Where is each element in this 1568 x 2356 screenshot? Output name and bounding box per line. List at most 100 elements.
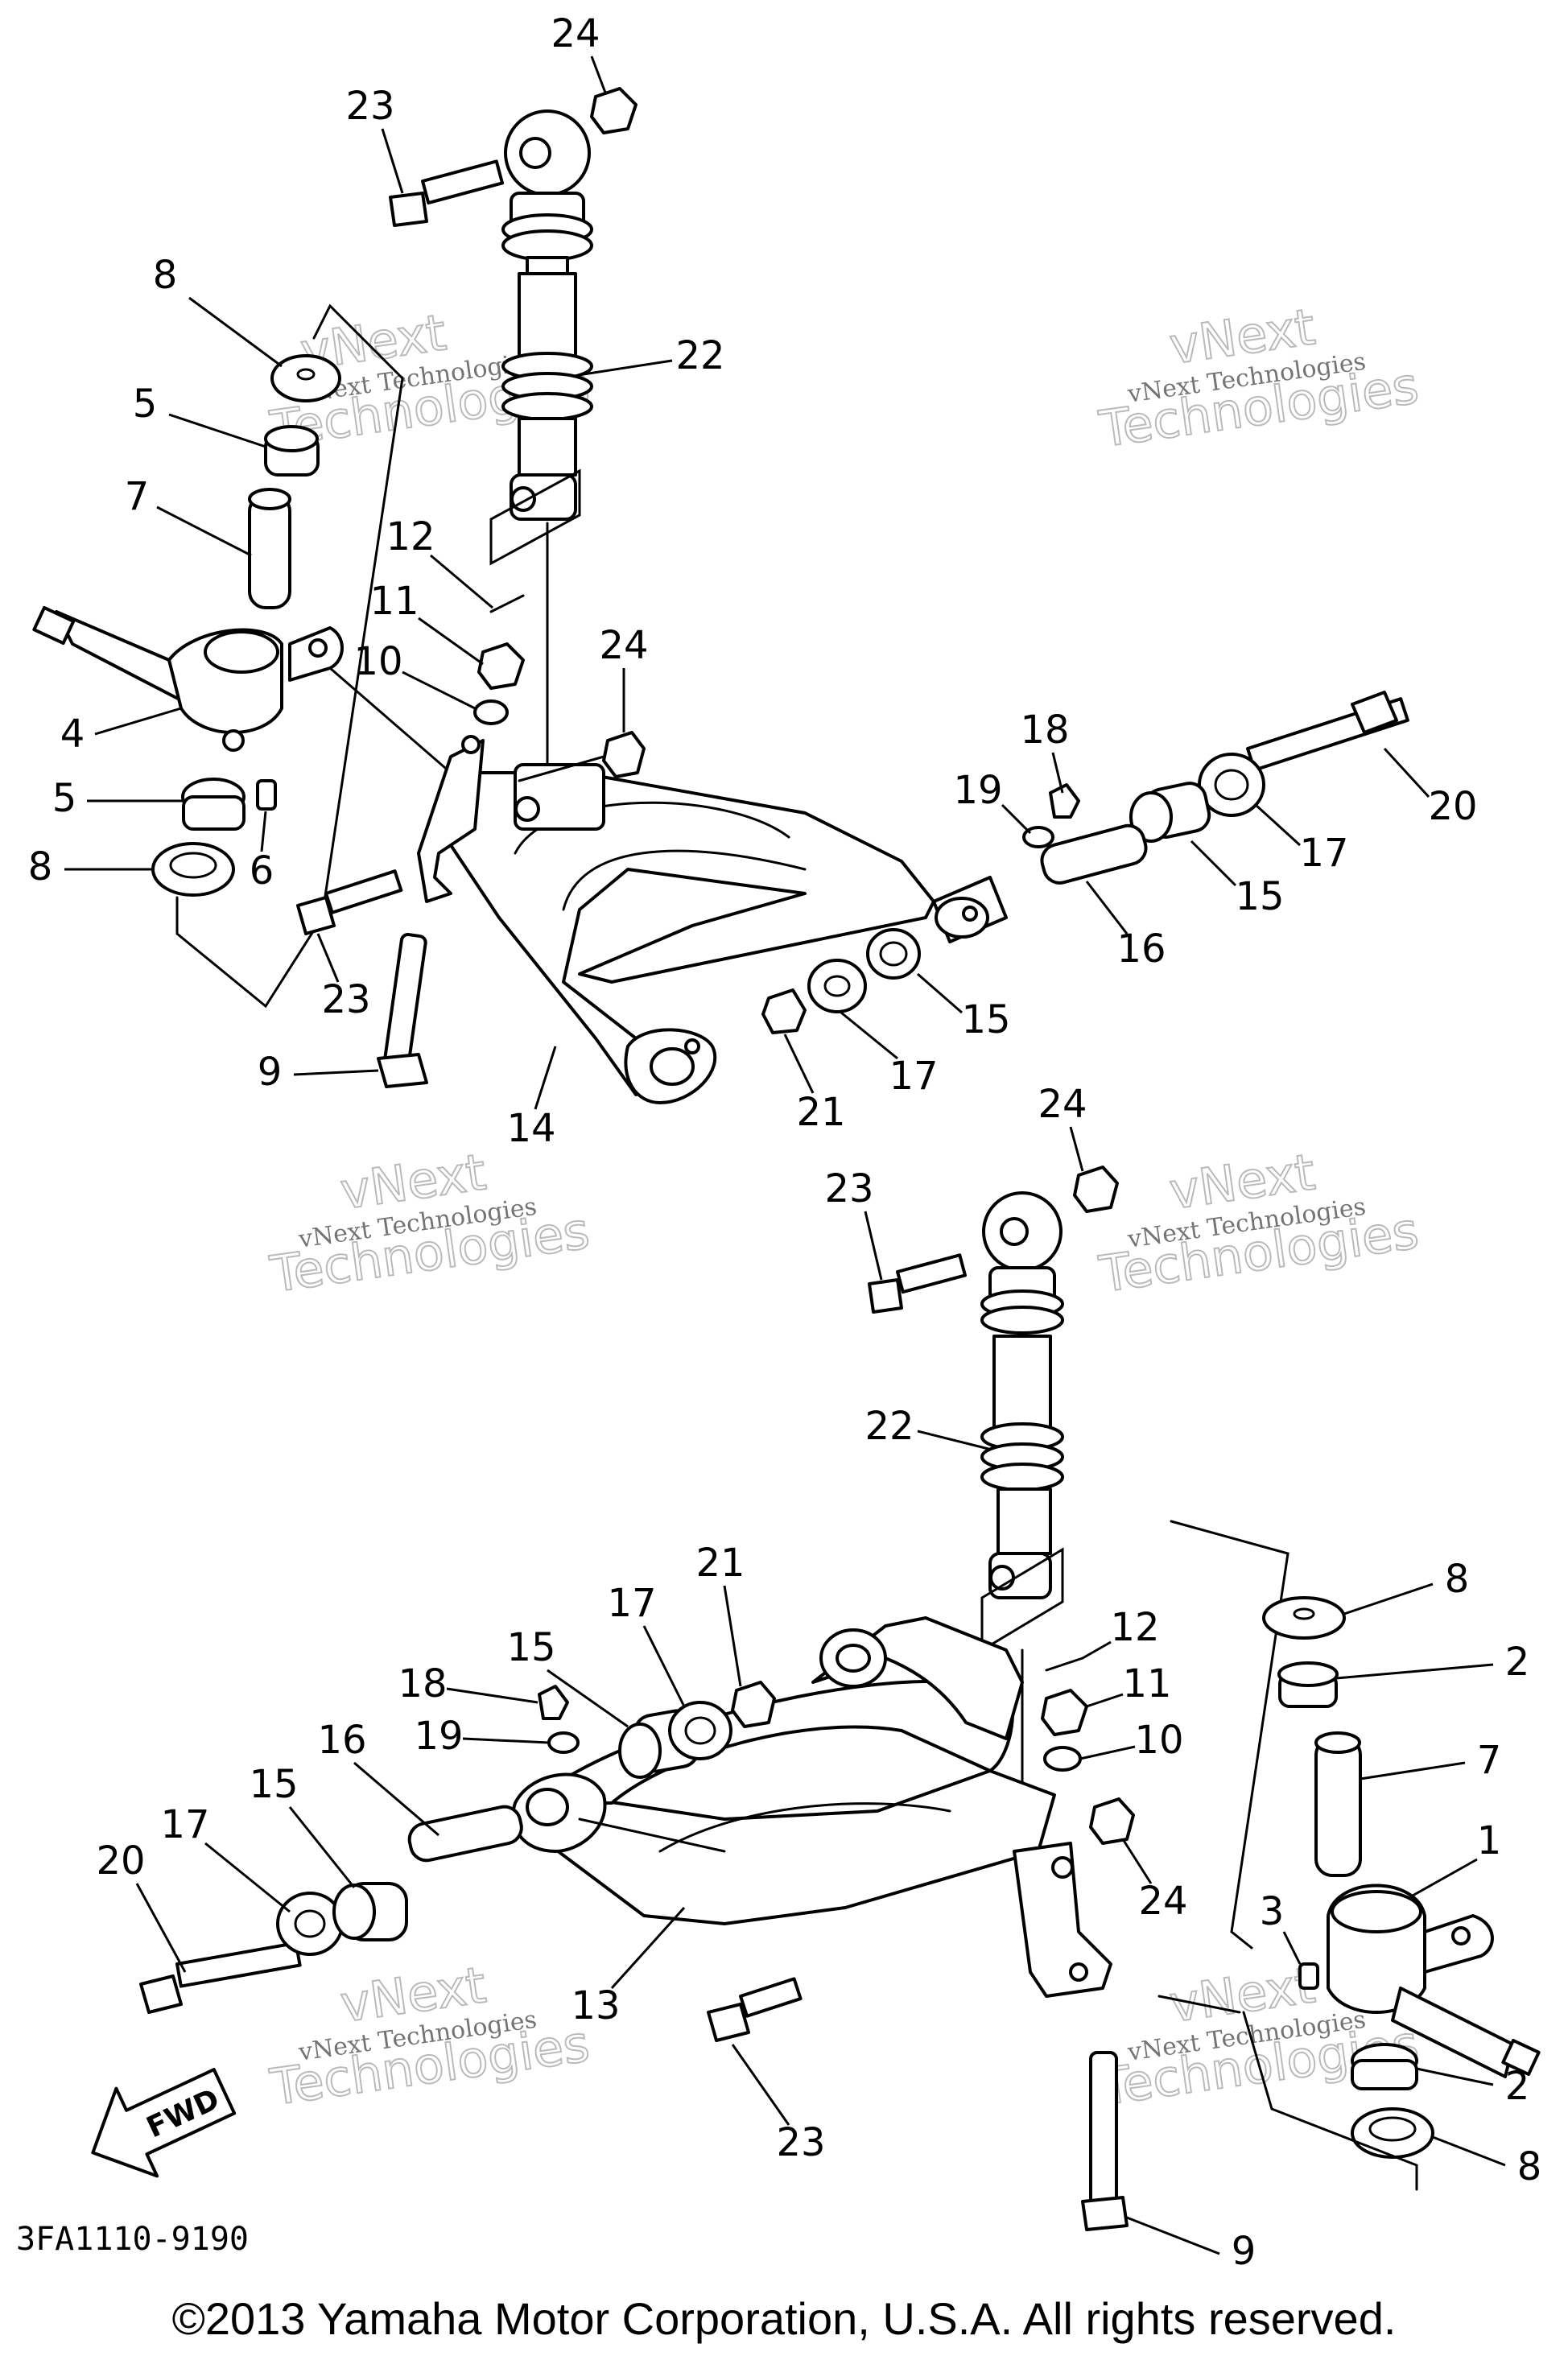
callout-label: 22 xyxy=(864,1404,914,1449)
callout-label: 21 xyxy=(695,1541,745,1586)
callout-label: 2 xyxy=(1505,2064,1530,2109)
callout-label: 12 xyxy=(1110,1605,1159,1650)
callout-label: 10 xyxy=(1134,1718,1183,1763)
callout-label: 15 xyxy=(249,1762,298,1807)
nut-11-lower xyxy=(1041,1689,1088,1736)
bolt-9-upper xyxy=(377,933,428,1088)
washer-10-upper xyxy=(473,699,509,725)
callout-label: 15 xyxy=(506,1625,555,1670)
shock-absorber-upper xyxy=(489,109,593,790)
callout-label: 19 xyxy=(414,1714,463,1759)
callout-label: 17 xyxy=(889,1054,938,1099)
callout-label: 8 xyxy=(1517,2144,1542,2189)
callout-label: 5 xyxy=(133,382,158,427)
upper-assembly xyxy=(32,87,1409,1104)
callout-label: 17 xyxy=(160,1802,209,1847)
callout-label: 11 xyxy=(1122,1661,1171,1706)
bolt-20-upper xyxy=(1245,691,1409,772)
callout-label: 17 xyxy=(1299,831,1348,876)
bracket-upper xyxy=(417,735,485,903)
callout-label: 13 xyxy=(571,1983,620,2028)
bolt-18-upper xyxy=(1049,783,1080,819)
callout-label: 23 xyxy=(776,2120,825,2165)
bushing-5-mid xyxy=(181,778,246,831)
bushing-15-upper-center xyxy=(866,928,921,980)
callout-label: 10 xyxy=(353,639,402,684)
washer-17-upper-center xyxy=(807,959,867,1013)
bolt-18-lower xyxy=(538,1685,569,1720)
fwd-arrow: FWD xyxy=(91,2068,237,2178)
cotter-pin-12-upper xyxy=(489,594,525,613)
collar-16-upper xyxy=(1040,823,1148,885)
bolt-23-lower-bottom xyxy=(707,1977,803,2042)
nut-24-lower-top xyxy=(1073,1166,1119,1213)
a-arm-13 xyxy=(511,1616,1056,1925)
bushing-2-lower-bottom xyxy=(1351,2043,1418,2090)
callouts-upper: 24 23 8 22 5 7 12 11 10 24 4 5 6 8 23 9 … xyxy=(28,11,1478,1151)
callout-label: 16 xyxy=(317,1718,366,1763)
callout-label: 6 xyxy=(250,848,274,893)
lower-assembly xyxy=(139,1166,1541,2231)
callout-label: 15 xyxy=(1235,874,1284,919)
bushing-15-upper-right xyxy=(1129,782,1211,843)
callout-label: 23 xyxy=(824,1166,873,1211)
callout-label: 24 xyxy=(1138,1879,1187,1924)
callout-label: 22 xyxy=(675,333,724,378)
washer-10-lower xyxy=(1043,1746,1082,1772)
nut-11-upper xyxy=(477,642,525,690)
callout-label: 20 xyxy=(96,1838,145,1884)
bolt-9-lower xyxy=(1081,2051,1129,2231)
callouts-lower: 24 23 22 8 2 7 21 17 15 18 19 16 15 17 2… xyxy=(96,1082,1541,2274)
bolt-23-top xyxy=(389,159,505,227)
pipe-7 xyxy=(248,488,291,609)
callout-label: 19 xyxy=(953,768,1002,813)
callout-label: 12 xyxy=(386,514,435,559)
nut-24-mid xyxy=(602,731,646,778)
callout-label: 8 xyxy=(153,253,178,298)
callout-label: 8 xyxy=(1445,1557,1470,1602)
washer-8-mid xyxy=(151,842,235,897)
callout-label: 24 xyxy=(1038,1082,1087,1127)
bushing-15-lower-left xyxy=(332,1882,408,1941)
nut-24-lower-mid xyxy=(1089,1797,1135,1845)
callout-label: 20 xyxy=(1428,784,1477,829)
knuckle-1 xyxy=(1327,1884,1541,2078)
callout-label: 11 xyxy=(369,579,419,624)
callout-label: 5 xyxy=(52,776,77,821)
shock-absorber-lower xyxy=(980,1191,1064,1861)
bushing-5-top xyxy=(264,425,320,477)
washer-8-lower-bottom xyxy=(1351,2107,1434,2159)
washer-19-lower xyxy=(547,1731,580,1754)
callout-label: 16 xyxy=(1116,926,1166,972)
diagram-code: 3FA1110-9190 xyxy=(16,2221,249,2258)
cotter-pin-12-lower xyxy=(1045,1657,1084,1672)
grease-nipple-6 xyxy=(256,779,277,811)
callout-label: 23 xyxy=(345,84,394,129)
callout-label: 1 xyxy=(1477,1818,1502,1863)
knuckle-4 xyxy=(32,606,344,752)
callout-label: 17 xyxy=(607,1581,656,1626)
callout-label: 21 xyxy=(796,1090,845,1135)
callout-label: 2 xyxy=(1505,1640,1530,1685)
callout-label: 24 xyxy=(551,11,600,56)
callout-label: 18 xyxy=(1020,708,1069,753)
washer-17-lower-left xyxy=(276,1892,344,1956)
callout-label: 3 xyxy=(1260,1889,1285,1934)
callout-label: 7 xyxy=(1477,1738,1502,1783)
bolt-23-lower-top xyxy=(868,1253,968,1314)
bolt-20-lower xyxy=(139,1941,302,2014)
callout-label: 9 xyxy=(1232,2229,1256,2274)
copyright-notice: ©2013 Yamaha Motor Corporation, U.S.A. A… xyxy=(171,2293,1397,2344)
callout-label: 8 xyxy=(28,844,53,889)
callout-label: 9 xyxy=(258,1050,283,1095)
callout-label: 18 xyxy=(398,1661,447,1706)
callout-label: 7 xyxy=(125,474,150,519)
washer-8-lower-top xyxy=(1262,1596,1346,1640)
nut-21-lower xyxy=(731,1681,776,1728)
nut-21-upper xyxy=(761,988,807,1034)
callout-label: 14 xyxy=(506,1106,555,1151)
washer-17-lower-center xyxy=(668,1701,732,1760)
nut-24-top xyxy=(590,87,638,134)
grease-nipple-3 xyxy=(1298,1962,1319,1990)
